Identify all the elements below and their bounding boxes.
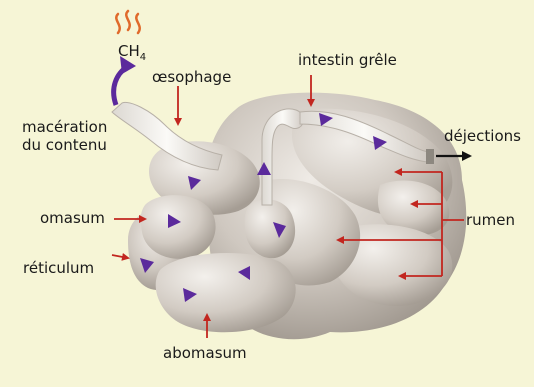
omasum-organ [141,195,216,259]
intestin-grele-label: intestin grêle [298,51,397,69]
reticulum-pointer [112,255,128,258]
eructation-arrow-icon [114,56,136,105]
maceration-label-line2: du contenu [22,136,107,154]
methane-label: CH4 [118,42,146,63]
oesophage-label: œsophage [152,68,231,86]
rectum-outlet [426,149,434,164]
maceration-label-line1: macération [22,118,107,136]
reticulum-label: réticulum [23,259,94,277]
omasum-label: omasum [40,209,105,227]
rumen-label: rumen [466,211,515,229]
dejections-label: déjections [444,127,521,145]
abomasum-label: abomasum [163,344,247,362]
gas-emission-icon [116,11,139,33]
